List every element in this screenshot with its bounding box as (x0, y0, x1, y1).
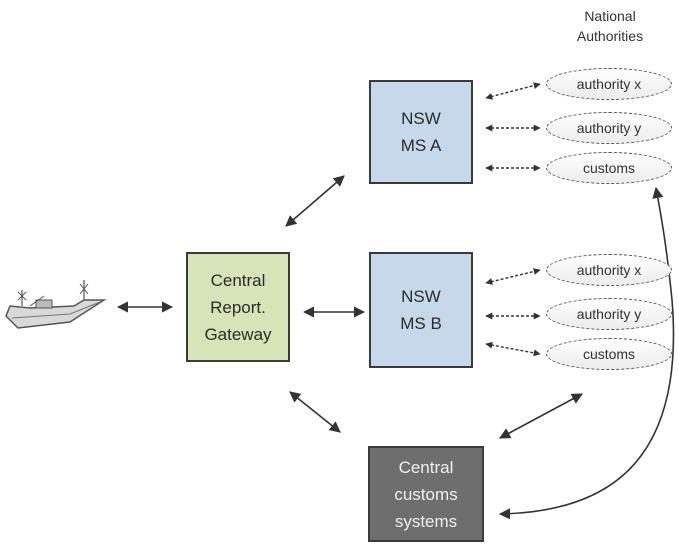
dashed-arrows (485, 82, 541, 357)
central-customs-systems-box: Central customs systems (368, 446, 484, 542)
ms-a-box: NSW MS A (369, 80, 473, 184)
ms-a-customs: customs (546, 152, 672, 184)
ms-b-authority-x: authority x (546, 254, 672, 286)
ms-a-authority-y: authority y (546, 112, 672, 144)
solid-arrows (116, 175, 675, 520)
arrow-gateway-msa (285, 175, 345, 227)
ms-b-box: NSW MS B (369, 252, 473, 368)
ms-b-customs: customs (546, 338, 672, 370)
ms-b-authority-y: authority y (546, 298, 672, 330)
ship-icon (5, 280, 107, 329)
arrow-customs-systems-msa-customs (498, 186, 675, 520)
ms-a-authority-x: authority x (546, 68, 672, 100)
national-authorities-heading: National Authorities (576, 8, 644, 44)
arrow-customs-systems-msb (499, 393, 583, 439)
arrow-gateway-customs-systems (289, 391, 341, 433)
central-report-gateway-box: Central Report. Gateway (186, 252, 290, 362)
